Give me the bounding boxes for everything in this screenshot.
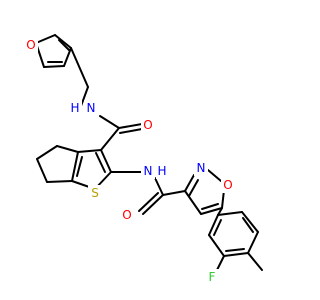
bond [213,219,222,236]
bond [208,234,225,257]
atom-layer: O N H O N H S N O O F [25,37,235,285]
bond [217,207,223,216]
bond [36,145,58,160]
bond [54,34,72,49]
bond [80,86,89,107]
bond [63,47,72,67]
bond [119,128,143,134]
isoxazole-nitrogen-label: N [197,161,206,175]
bond [95,152,106,173]
bond [207,169,222,182]
bond [70,47,89,88]
bond [184,174,195,192]
bond [223,252,249,257]
bond [100,149,112,173]
bond-layer [35,34,263,271]
bond [138,192,159,212]
bond [217,211,243,216]
isoxazole-oxygen-label: O [223,178,232,192]
bond [77,149,102,153]
bond [200,207,223,215]
bond [225,248,245,252]
bond [118,123,143,129]
bond [76,156,83,177]
bond [216,255,225,271]
carbonyl-oxygen-bottom-label: O [122,208,131,222]
thiophene-sulfur-label: S [91,186,99,200]
molecule-structure: O N H O N H S N O O F [25,34,263,285]
amide-hydrogen-mid-label: H [157,164,166,178]
bond [188,179,199,197]
bond [162,190,186,196]
bond [208,214,219,236]
bond [56,145,79,153]
bond [247,231,259,254]
bond [46,180,73,183]
furan-oxygen-label: O [26,38,35,52]
bond [154,177,164,196]
bond [100,127,120,151]
bond [58,39,70,51]
bond [242,217,254,233]
bond [241,211,259,233]
bond [201,203,219,210]
amide-nitrogen-top-label: N [87,101,96,115]
carbonyl-oxygen-top-label: O [143,118,152,132]
amide-hydrogen-top-label: H [70,101,79,115]
bond [142,194,164,215]
amide-nitrogen-mid-label: N [144,164,153,178]
fluorine-label: F [209,270,216,284]
bond [99,115,120,129]
bond [35,34,56,44]
bond [36,158,48,183]
bond [184,190,202,215]
bond [71,151,79,182]
bond [247,252,263,271]
bond [43,65,65,68]
